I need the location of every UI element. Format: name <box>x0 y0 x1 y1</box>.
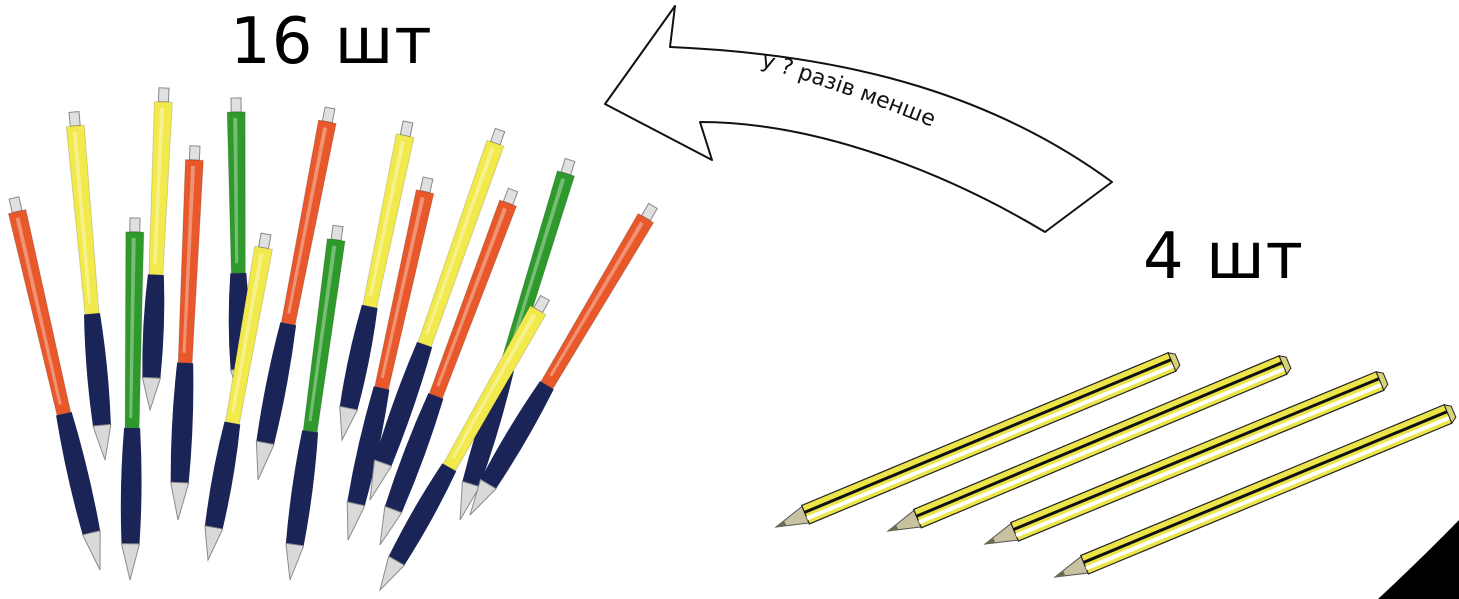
pen <box>64 111 115 461</box>
pens-group <box>4 88 662 596</box>
corner-shape <box>1378 520 1459 599</box>
pen <box>120 218 146 580</box>
pen <box>140 88 175 411</box>
pencils-group <box>772 350 1457 586</box>
curved-arrow: у ? разів менше <box>605 6 1112 232</box>
pen <box>168 146 206 521</box>
